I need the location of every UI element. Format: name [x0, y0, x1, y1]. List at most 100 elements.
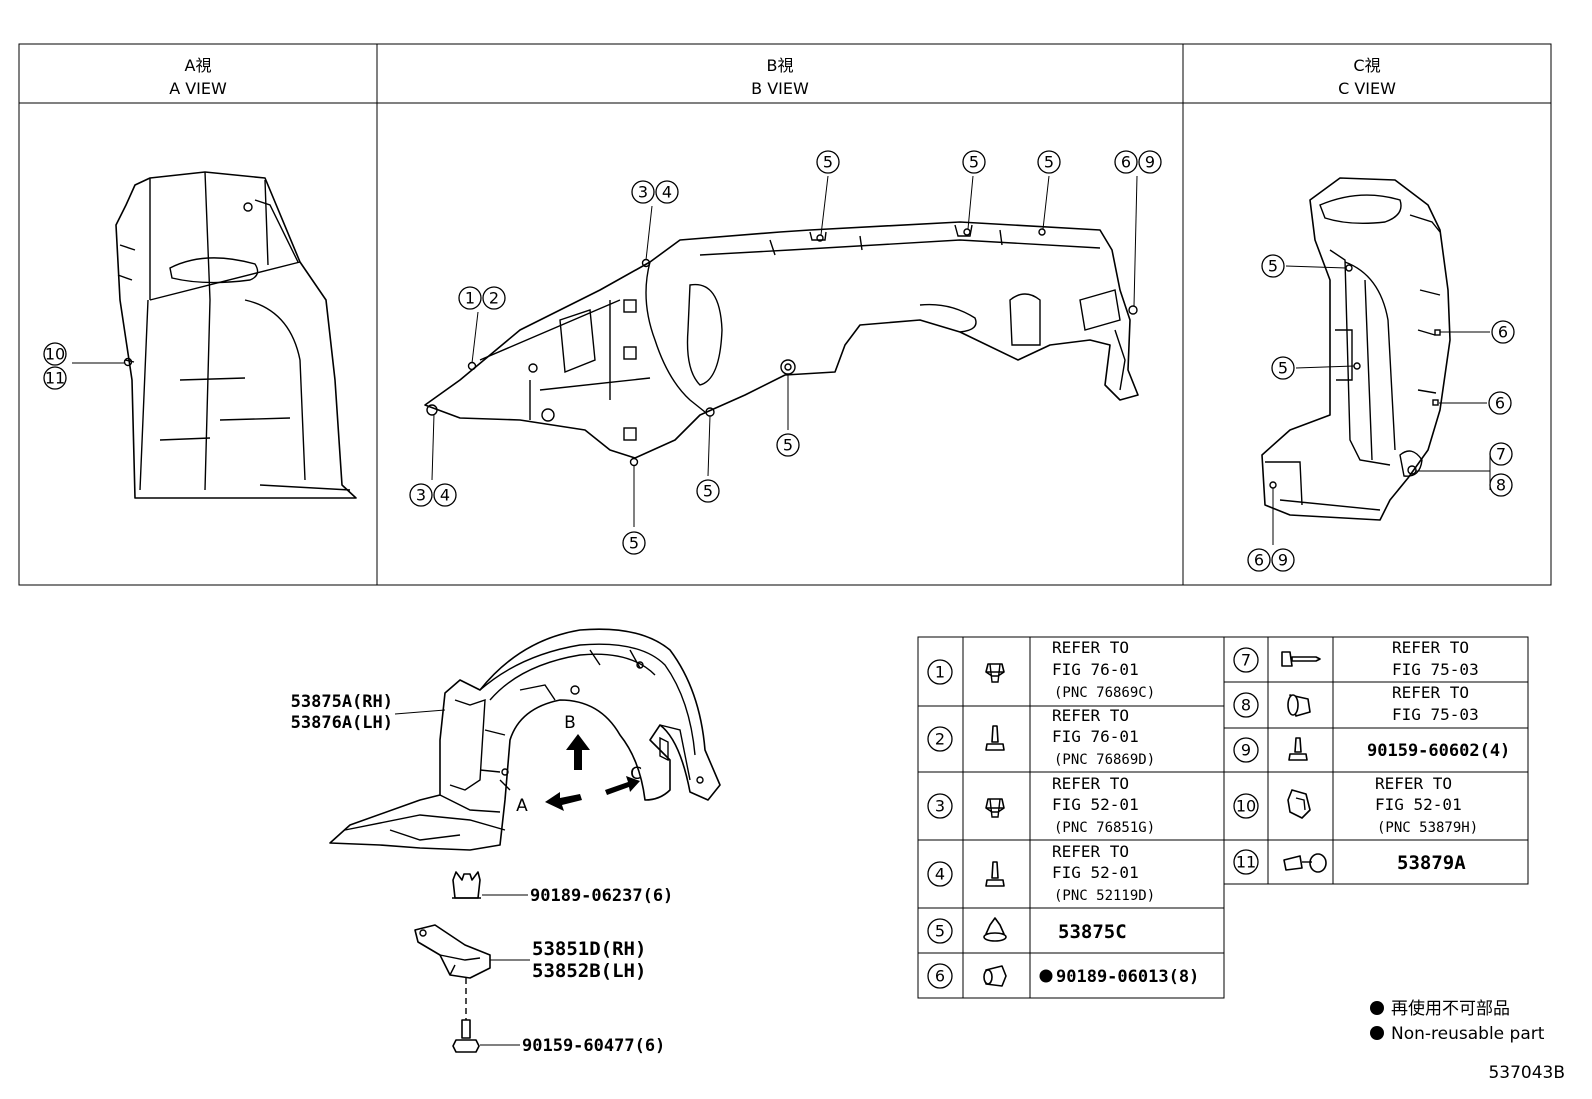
- svg-text:8: 8: [1496, 476, 1506, 495]
- callout-8: 8: [1489, 473, 1513, 497]
- row7-line2: FIG 75-03: [1392, 660, 1479, 679]
- table-callout-5: 5: [927, 918, 953, 944]
- callout-5: 5: [622, 531, 646, 555]
- liner-rh-part-number: 53875A(RH): [291, 692, 393, 712]
- table-callout-7: 7: [1233, 647, 1259, 673]
- callout-4: 4: [433, 483, 457, 507]
- seal-rh-part-number: 53851D(RH): [532, 938, 646, 960]
- row9-part-number: 90159-60602(4): [1367, 741, 1510, 761]
- callout-9: 9: [1138, 150, 1162, 174]
- table-callout-1: 1: [927, 659, 953, 685]
- table-callout-9: 9: [1233, 737, 1259, 763]
- view-c-liner-drawing: [1261, 177, 1491, 545]
- svg-text:6: 6: [1254, 551, 1264, 570]
- table-callout-4: 4: [927, 861, 953, 887]
- seal-bracket-drawing: [414, 924, 530, 1028]
- callout-5: 5: [962, 150, 986, 174]
- svg-text:5: 5: [1044, 153, 1054, 172]
- row6-part-number: 90189-06013(8): [1056, 967, 1199, 987]
- fender-liner-drawing: [329, 628, 721, 851]
- table-callout-11: 11: [1233, 849, 1259, 875]
- legend-dot-en: [1370, 1026, 1384, 1040]
- row4-line2: FIG 52-01: [1052, 863, 1139, 882]
- row2-line3: (PNC 76869D): [1054, 752, 1155, 768]
- svg-text:10: 10: [1236, 797, 1256, 816]
- table-callout-3: 3: [927, 793, 953, 819]
- view-c-title-jp: C視: [1353, 56, 1380, 75]
- table-callout-2: 2: [927, 726, 953, 752]
- svg-text:4: 4: [935, 865, 945, 884]
- nut-part-number: 90189-06237(6): [530, 886, 673, 906]
- svg-text:3: 3: [935, 797, 945, 816]
- row2-line1: REFER TO: [1052, 706, 1129, 725]
- figure-id: 537043B: [1488, 1063, 1565, 1083]
- svg-text:8: 8: [1241, 696, 1251, 715]
- callout-9: 9: [1271, 548, 1295, 572]
- svg-text:4: 4: [662, 183, 672, 202]
- direction-arrows: [545, 734, 640, 811]
- row8-line2: FIG 75-03: [1392, 705, 1479, 724]
- callout-10: 10: [43, 342, 67, 366]
- callout-1: 1: [458, 286, 482, 310]
- callout-group: 10 11 1 2 3 4 3 4 5 5 5 5 5 5 6 9 5 5 6 …: [43, 150, 1515, 989]
- callout-3: 3: [631, 180, 655, 204]
- svg-text:9: 9: [1145, 153, 1155, 172]
- svg-text:5: 5: [1278, 359, 1288, 378]
- table-callout-8: 8: [1233, 692, 1259, 718]
- svg-text:2: 2: [935, 730, 945, 749]
- row1-line1: REFER TO: [1052, 638, 1129, 657]
- row3-line1: REFER TO: [1052, 774, 1129, 793]
- callout-6: 6: [1247, 548, 1271, 572]
- view-a-title-en: A VIEW: [169, 79, 227, 98]
- table-callout-6: 6: [927, 963, 953, 989]
- legend-text-en: Non-reusable part: [1391, 1024, 1545, 1044]
- callout-5: 5: [696, 479, 720, 503]
- arrow-c-label: C: [630, 764, 642, 784]
- row4-line1: REFER TO: [1052, 842, 1129, 861]
- svg-text:3: 3: [416, 486, 426, 505]
- clip-icon: [985, 663, 1005, 683]
- view-b-title-en: B VIEW: [751, 79, 809, 98]
- svg-text:7: 7: [1496, 445, 1506, 464]
- callout-6: 6: [1114, 150, 1138, 174]
- liner-lh-part-number: 53876A(LH): [291, 713, 393, 733]
- callout-7: 7: [1489, 442, 1513, 466]
- row1-line2: FIG 76-01: [1052, 660, 1139, 679]
- svg-text:6: 6: [1495, 394, 1505, 413]
- callout-3: 3: [409, 483, 433, 507]
- seal-lh-part-number: 53852B(LH): [532, 960, 646, 982]
- legend-text-jp: 再使用不可部品: [1391, 998, 1510, 1019]
- callout-5: 5: [776, 433, 800, 457]
- svg-text:9: 9: [1278, 551, 1288, 570]
- tapping-screw-icon: [1281, 651, 1321, 667]
- bolt-part-number: 90159-60477(6): [522, 1036, 665, 1056]
- view-b-title-jp: B視: [767, 56, 794, 75]
- svg-text:5: 5: [703, 482, 713, 501]
- row3-line3: (PNC 76851G): [1054, 820, 1155, 836]
- arrow-a-label: A: [516, 796, 528, 816]
- row8-line1: REFER TO: [1392, 683, 1469, 702]
- svg-text:5: 5: [935, 922, 945, 941]
- nut-icon: [452, 871, 481, 899]
- fastener-icon: [1283, 853, 1327, 873]
- view-a-title-jp: A視: [185, 56, 212, 75]
- row2-line2: FIG 76-01: [1052, 727, 1139, 746]
- view-b-liner-drawing: [424, 175, 1139, 527]
- callout-5: 5: [1271, 356, 1295, 380]
- svg-text:5: 5: [629, 534, 639, 553]
- row1-line3: (PNC 76869C): [1054, 685, 1155, 701]
- view-a-liner-drawing: [72, 171, 357, 499]
- svg-text:7: 7: [1241, 651, 1251, 670]
- screw-icon: [985, 861, 1005, 887]
- svg-text:1: 1: [935, 663, 945, 682]
- svg-text:11: 11: [1236, 853, 1256, 872]
- svg-text:5: 5: [823, 153, 833, 172]
- arrow-b-label: B: [564, 713, 576, 733]
- row11-part-number: 53879A: [1397, 852, 1466, 874]
- row4-line3: (PNC 52119D): [1054, 888, 1155, 904]
- nut-icon: [983, 965, 1007, 987]
- row3-line2: FIG 52-01: [1052, 795, 1139, 814]
- bolt-icon: [1288, 737, 1308, 761]
- callout-2: 2: [482, 286, 506, 310]
